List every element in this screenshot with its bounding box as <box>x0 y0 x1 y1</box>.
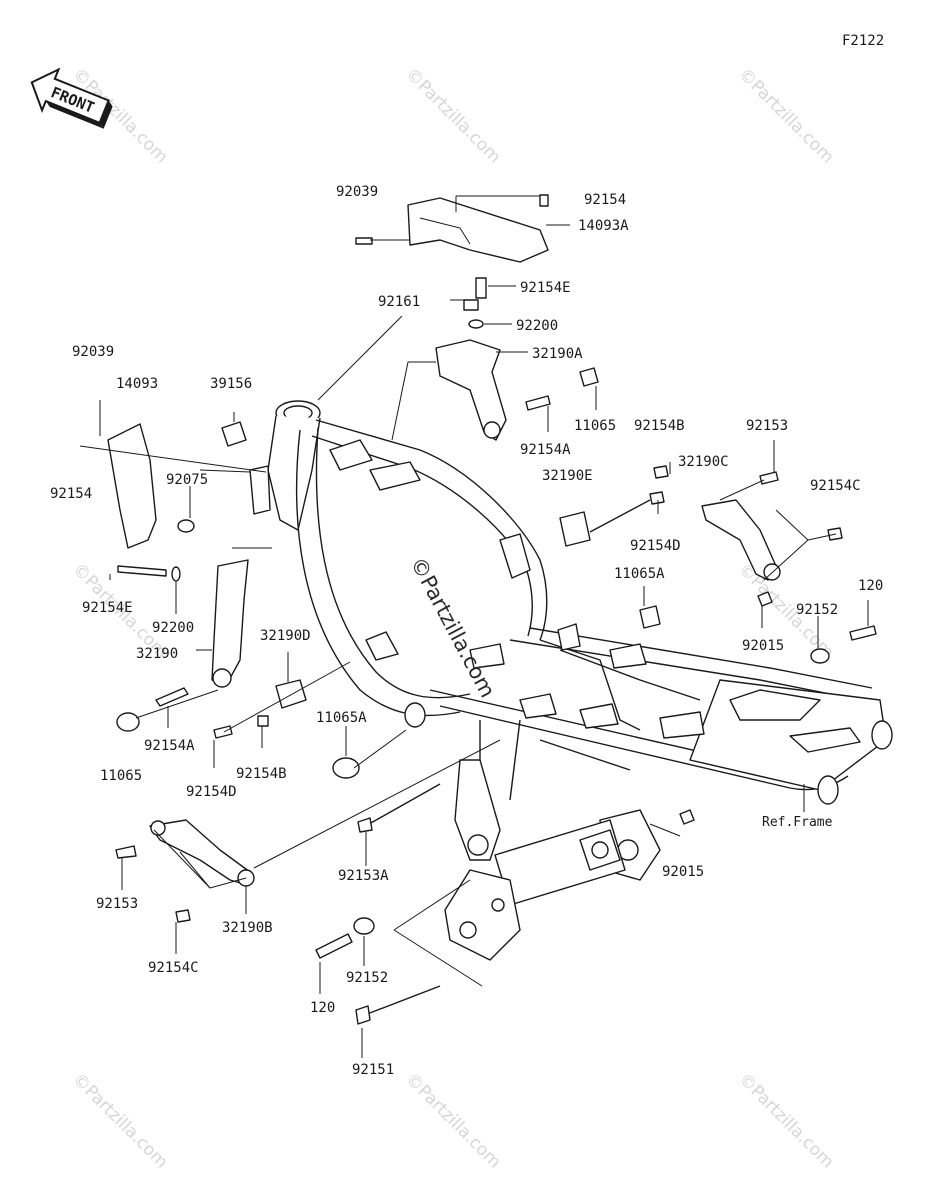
part-label[interactable]: 92154D <box>186 784 237 800</box>
part-label[interactable]: 14093 <box>116 376 158 392</box>
bracket-32190 <box>211 559 249 683</box>
part-label[interactable]: 92154 <box>50 486 92 502</box>
part-label[interactable]: 11065 <box>100 768 142 784</box>
part-label[interactable]: 92039 <box>336 184 378 200</box>
watermark: ©Partzilla.com <box>734 1069 837 1172</box>
part-label[interactable]: 92015 <box>662 864 704 880</box>
part-label[interactable]: 92154B <box>634 418 685 434</box>
part-label[interactable]: 11065A <box>316 710 367 726</box>
bracket-32190A <box>435 339 507 441</box>
part-label[interactable]: 92200 <box>516 318 558 334</box>
part-label[interactable]: 14093A <box>578 218 629 234</box>
front-arrow-icon: FRONT <box>30 67 113 129</box>
cover-14093A <box>407 197 549 263</box>
part-label[interactable]: 92154E <box>82 600 133 616</box>
part-label[interactable]: 11065A <box>614 566 665 582</box>
part-label[interactable]: 92154E <box>520 280 571 296</box>
part-label[interactable]: 11065 <box>574 418 616 434</box>
watermark: ©Partzilla.com <box>401 1069 504 1172</box>
part-label[interactable]: 32190D <box>260 628 311 644</box>
ref-frame-label: Ref.Frame <box>762 815 833 830</box>
part-label[interactable]: 92154 <box>584 192 626 208</box>
leader-lines <box>79 195 869 1058</box>
part-label[interactable]: 92154A <box>520 442 571 458</box>
part-label[interactable]: 32190C <box>678 454 729 470</box>
exploded-parts <box>107 194 877 1025</box>
figure-code: F2122 <box>842 33 884 49</box>
part-label[interactable]: 92152 <box>796 602 838 618</box>
plate-32190D <box>275 679 307 709</box>
part-label[interactable]: 32190E <box>542 468 593 484</box>
part-label[interactable]: 92154A <box>144 738 195 754</box>
part-label[interactable]: 92154C <box>810 478 861 494</box>
watermark: ©Partzilla.com <box>401 64 504 167</box>
part-label[interactable]: 92161 <box>378 294 420 310</box>
part-label[interactable]: 92200 <box>152 620 194 636</box>
cover-14093 <box>107 423 157 549</box>
part-label[interactable]: 120 <box>858 578 883 594</box>
part-labels: 92039 92154 14093A 92154E 92161 92200 32… <box>50 184 883 1078</box>
part-label[interactable]: 92152 <box>346 970 388 986</box>
watermark: ©Partzilla.com <box>68 1069 171 1172</box>
part-label[interactable]: 92039 <box>72 344 114 360</box>
part-label[interactable]: 92153 <box>96 896 138 912</box>
plate-32190E <box>559 511 591 547</box>
part-label[interactable]: 92015 <box>742 638 784 654</box>
part-label[interactable]: 92151 <box>352 1062 394 1078</box>
part-label[interactable]: 39156 <box>210 376 252 392</box>
part-label[interactable]: 120 <box>310 1000 335 1016</box>
part-label[interactable]: 92153A <box>338 868 389 884</box>
part-label[interactable]: 92153 <box>746 418 788 434</box>
part-label[interactable]: 92154D <box>630 538 681 554</box>
part-label[interactable]: 92075 <box>166 472 208 488</box>
watermark-center: ©Partzilla.com <box>406 553 500 701</box>
part-label[interactable]: 32190A <box>532 346 583 362</box>
part-label[interactable]: 32190B <box>222 920 273 936</box>
bracket-32190C <box>701 499 777 581</box>
frame-assembly <box>249 400 893 961</box>
part-label[interactable]: 32190 <box>136 646 178 662</box>
part-label[interactable]: 92154C <box>148 960 199 976</box>
part-label[interactable]: 92154B <box>236 766 287 782</box>
watermark: ©Partzilla.com <box>734 64 837 167</box>
